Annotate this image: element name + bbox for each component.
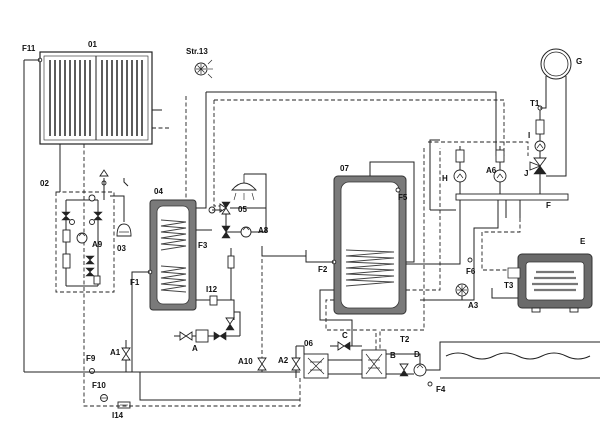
label-i: I <box>528 131 530 140</box>
shower-head <box>231 173 267 214</box>
cold-water-inlet-group <box>174 248 241 343</box>
label-07: 07 <box>340 164 349 173</box>
valve-a10 <box>257 357 267 371</box>
storage-tank-07 <box>331 175 407 315</box>
str13-sensor <box>194 59 213 79</box>
solar-collector <box>37 51 153 145</box>
label-str13: Str.13 <box>186 47 208 56</box>
heating-group <box>428 105 569 218</box>
label-f4: F4 <box>436 385 446 394</box>
pump-d <box>399 363 433 387</box>
label-a3: A3 <box>468 301 479 310</box>
label-a: A <box>192 344 198 353</box>
label-02: 02 <box>40 179 49 188</box>
valve-c <box>330 341 362 351</box>
label-t1: T1 <box>530 99 540 108</box>
mixing-valve-a3 <box>455 257 473 297</box>
label-f11: F11 <box>22 44 36 53</box>
label-f6: F6 <box>466 267 476 276</box>
label-j: J <box>524 169 528 178</box>
label-i12: I12 <box>206 285 218 294</box>
label-a2: A2 <box>278 356 289 365</box>
label-a1: A1 <box>110 348 121 357</box>
floor-heating-coil-g <box>540 48 572 177</box>
label-e: E <box>580 237 586 246</box>
label-t2: T2 <box>400 335 410 344</box>
label-f2: F2 <box>318 265 328 274</box>
label-03: 03 <box>117 244 126 253</box>
label-h: H <box>442 174 448 183</box>
label-f3: F3 <box>198 241 208 250</box>
label-04: 04 <box>154 187 163 196</box>
label-t3: T3 <box>504 281 514 290</box>
label-f10: F10 <box>92 381 106 390</box>
label-a8: A8 <box>258 226 269 235</box>
label-f5: F5 <box>398 193 408 202</box>
label-i14: I14 <box>112 411 124 420</box>
label-f9: F9 <box>86 354 96 363</box>
label-c: C <box>342 331 348 340</box>
pool-water <box>445 352 591 360</box>
label-06: 06 <box>304 339 313 348</box>
valve-a2 <box>291 346 301 378</box>
group-02-components <box>61 169 125 287</box>
heat-exchanger-06 <box>303 353 329 379</box>
storage-tank-04 <box>147 199 197 311</box>
label-g: G <box>576 57 582 66</box>
valve-a1 <box>121 340 131 372</box>
label-f1: F1 <box>130 278 140 287</box>
label-05: 05 <box>238 205 247 214</box>
heat-exchanger-b <box>361 349 387 379</box>
mixing-valve-05 <box>208 201 267 239</box>
label-a9: A9 <box>92 240 103 249</box>
label-a10: A10 <box>238 357 253 366</box>
label-a6: A6 <box>486 166 497 175</box>
boiler-e <box>507 253 593 313</box>
label-01: 01 <box>88 40 97 49</box>
expansion-vessel-03 <box>116 178 132 237</box>
label-f: F <box>546 201 551 210</box>
label-b: B <box>390 351 396 360</box>
